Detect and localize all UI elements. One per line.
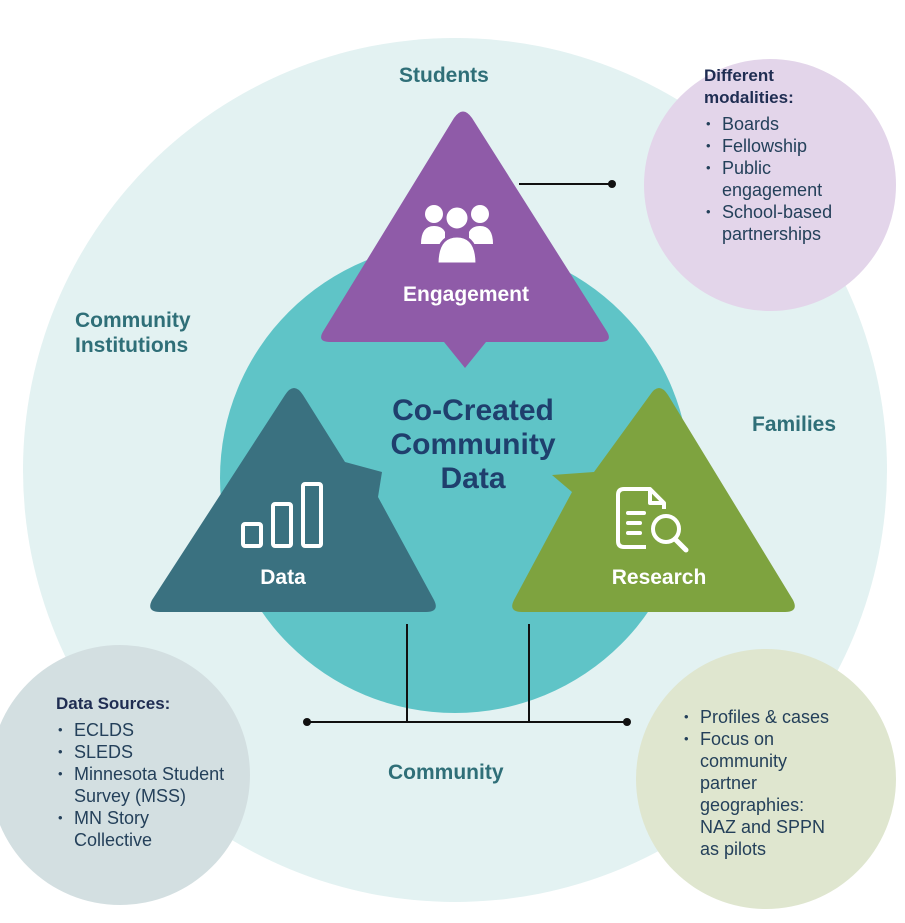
bar-chart-icon: [241, 482, 323, 548]
label-students: Students: [399, 64, 489, 87]
list-item: MN Story Collective: [56, 807, 204, 851]
label-community-institutions: Community Institutions: [75, 309, 191, 357]
data-label: Data: [260, 566, 306, 589]
label-community: Community: [388, 761, 504, 784]
bubble-modalities: Different modalities: Boards Fellowship …: [704, 65, 894, 245]
list-item: School-based partnerships: [704, 201, 872, 245]
list-item: Focus on community partner geographies: …: [682, 728, 835, 860]
list-item: Public engagement: [704, 157, 842, 201]
bubble-research: Profiles & cases Focus on community part…: [682, 706, 892, 860]
research-shape: [512, 388, 795, 612]
bubble-data-sources: Data Sources: ECLDS SLEDS Minnesota Stud…: [56, 693, 256, 851]
list-item: ECLDS: [56, 719, 256, 741]
list-item: Fellowship: [704, 135, 894, 157]
list-item: Profiles & cases: [682, 706, 892, 728]
people-group-icon: [421, 204, 493, 266]
center-title: Co-Created Community Data: [390, 394, 556, 495]
list-item: SLEDS: [56, 741, 256, 763]
data-shape: [150, 388, 436, 612]
engagement-label: Engagement: [402, 283, 530, 306]
list-item: Boards: [704, 113, 894, 135]
list-item: Minnesota Student Survey (MSS): [56, 763, 254, 807]
research-label: Research: [611, 566, 707, 589]
document-search-icon: [616, 487, 689, 553]
label-families: Families: [752, 413, 837, 436]
